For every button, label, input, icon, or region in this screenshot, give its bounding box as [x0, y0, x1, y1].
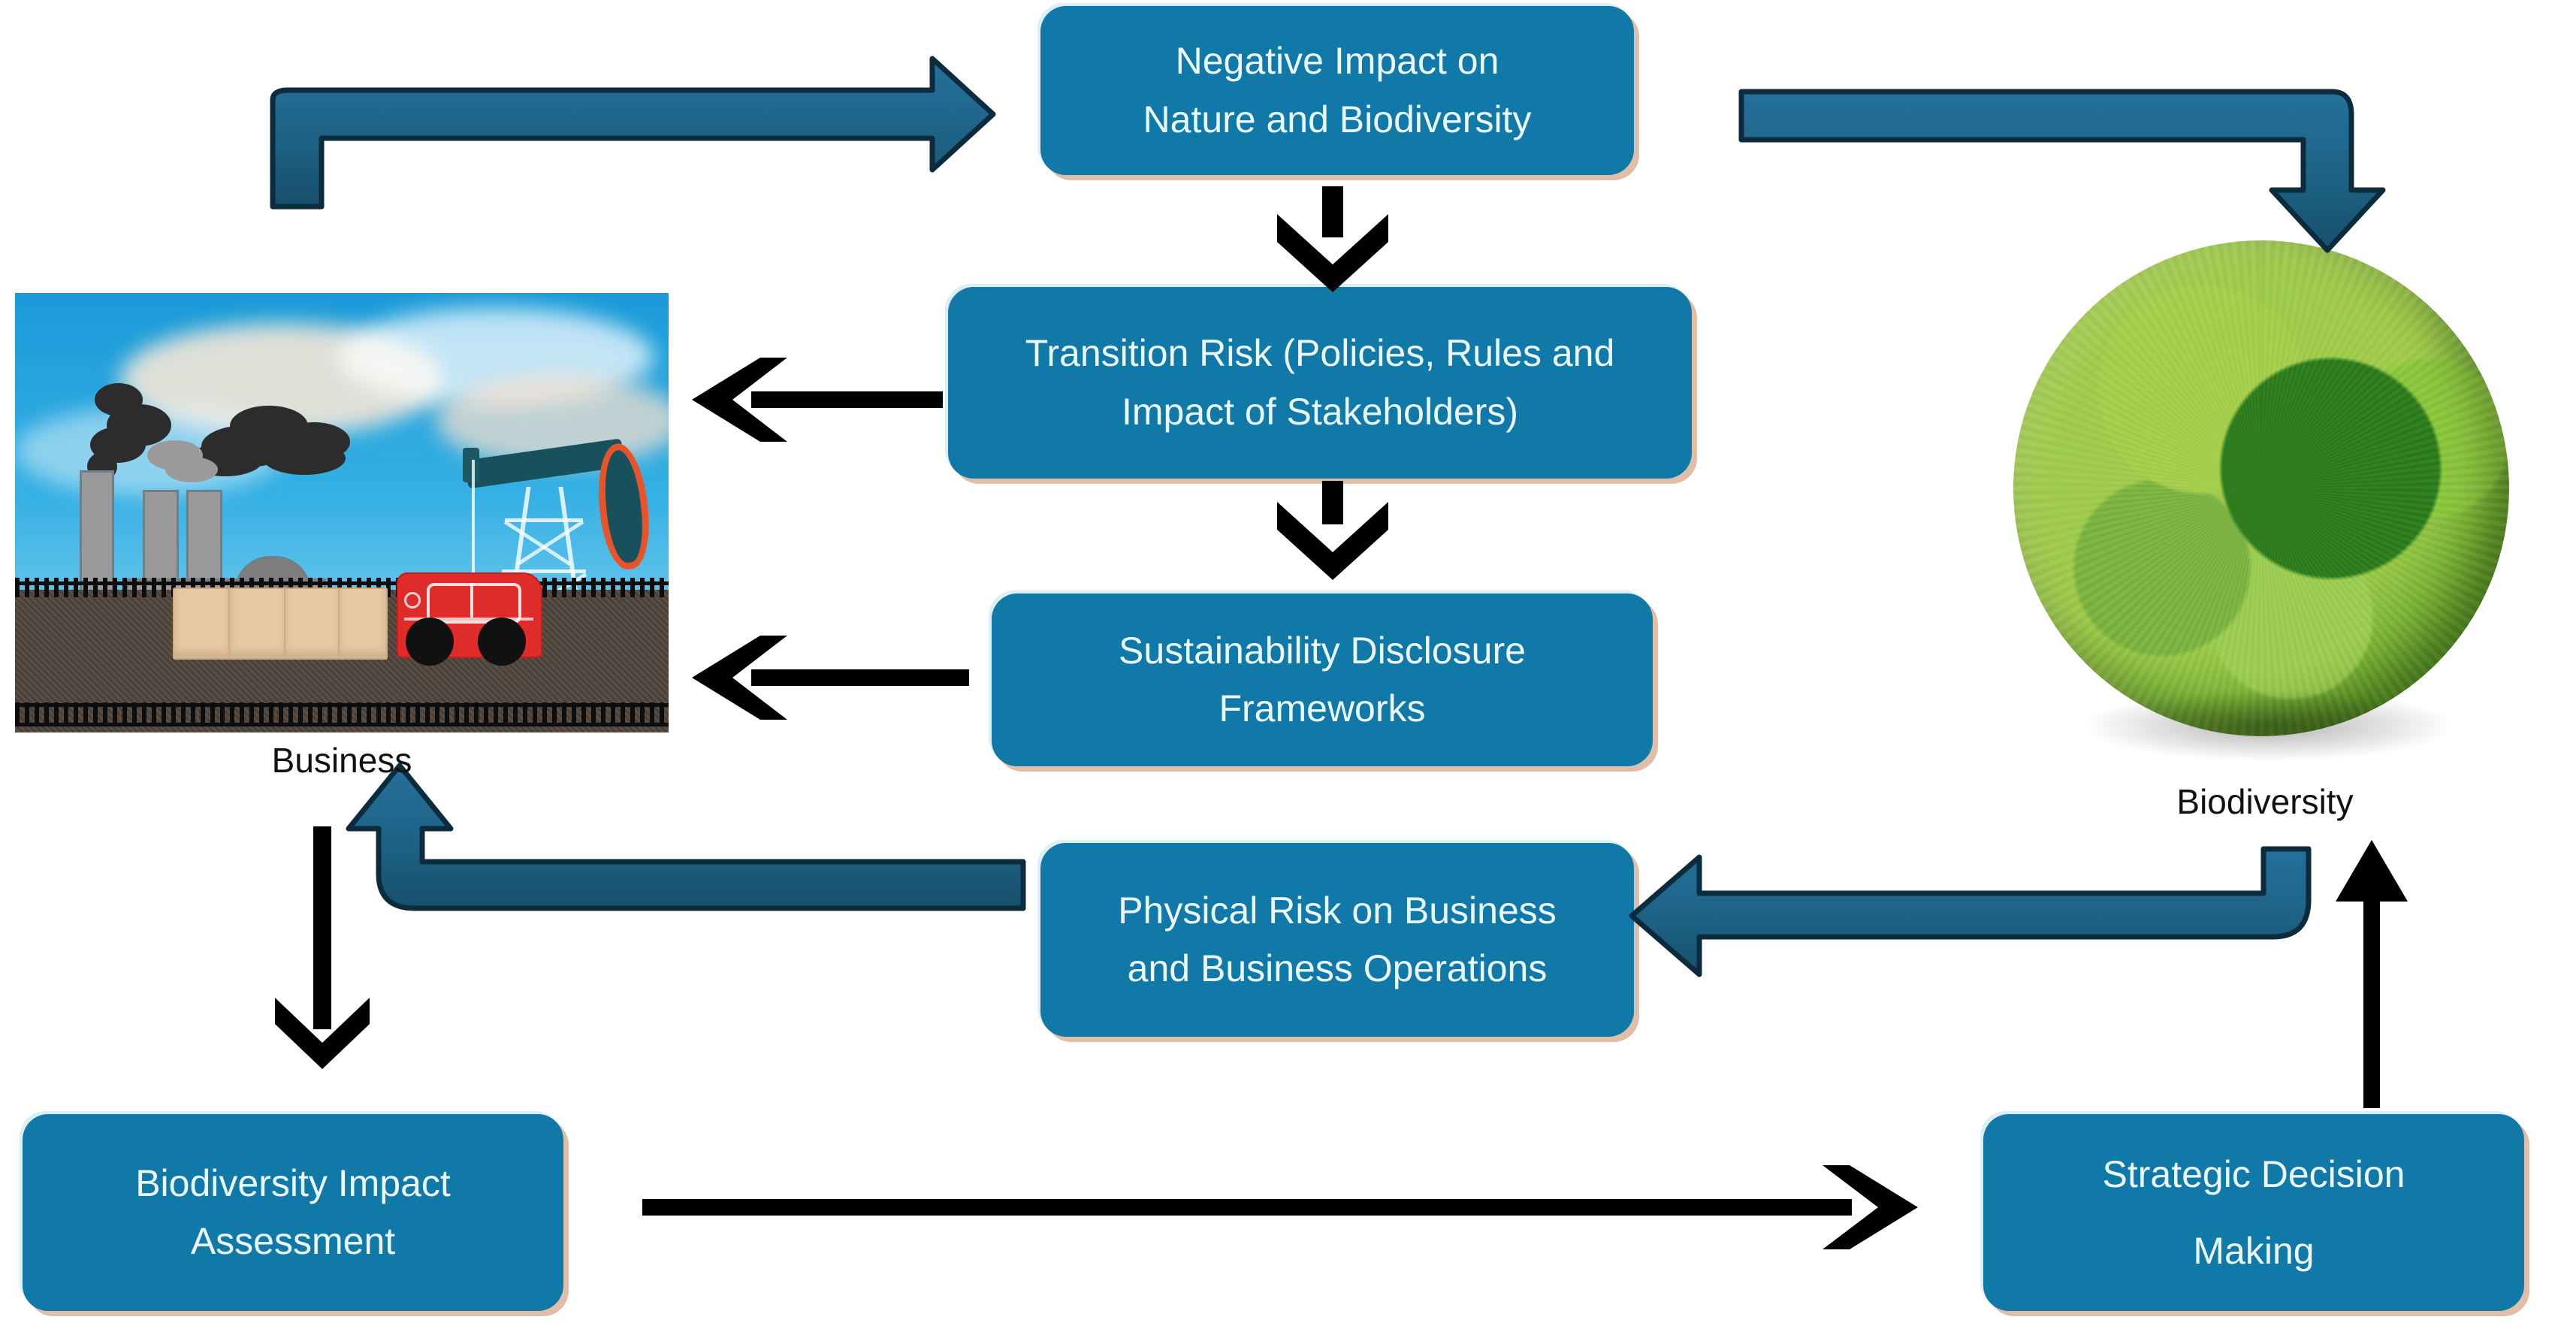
business-photo	[15, 293, 669, 732]
connector-biodiversity-to-physical-risk	[1629, 846, 2312, 977]
connector-business-to-impact-assessment	[275, 826, 370, 1069]
node-sustainability-line1: Sustainability Disclosure	[1119, 629, 1526, 672]
node-negative-impact[interactable]: Negative Impact on Nature and Biodiversi…	[1040, 6, 1634, 175]
connector-sustainability-to-business	[692, 636, 969, 720]
node-transition-risk-line1: Transition Risk (Policies, Rules and	[1025, 332, 1615, 374]
node-impact-assessment-line2: Assessment	[190, 1220, 396, 1262]
node-physical-risk-line1: Physical Risk on Business	[1118, 889, 1557, 932]
node-negative-impact-line1: Negative Impact on	[1175, 40, 1499, 82]
connector-impact-assessment-to-strategic-decision	[642, 1165, 1918, 1249]
connector-strategic-decision-to-biodiversity	[2336, 840, 2408, 1108]
connector-transition-risk-to-sustainability	[1277, 481, 1388, 580]
node-impact-assessment-line1: Biodiversity Impact	[135, 1161, 451, 1204]
node-sustainability-disclosure[interactable]: Sustainability Disclosure Frameworks	[992, 594, 1653, 766]
biodiversity-caption: Biodiversity	[2176, 782, 2354, 821]
node-strategic-decision-making[interactable]: Strategic Decision Making	[1983, 1114, 2524, 1311]
globe-graphic	[2013, 240, 2509, 736]
connector-business-to-negative-impact	[270, 56, 996, 210]
node-sustainability-line2: Frameworks	[1219, 687, 1426, 729]
connector-negative-impact-to-transition-risk	[1277, 186, 1388, 292]
connector-physical-risk-to-business	[346, 763, 1026, 911]
node-strategic-decision-line1: Strategic Decision	[2102, 1152, 2405, 1195]
connector-transition-risk-to-business	[692, 358, 943, 442]
node-biodiversity-impact-assessment[interactable]: Biodiversity Impact Assessment	[23, 1114, 563, 1311]
business-caption: Business	[271, 741, 412, 780]
node-physical-risk-line2: and Business Operations	[1127, 947, 1548, 989]
node-transition-risk[interactable]: Transition Risk (Policies, Rules and Imp…	[948, 287, 1692, 479]
node-transition-risk-line2: Impact of Stakeholders)	[1121, 390, 1519, 433]
biodiversity-photo	[1991, 225, 2539, 774]
node-physical-risk[interactable]: Physical Risk on Business and Business O…	[1040, 843, 1634, 1037]
globe-shadow	[2081, 690, 2457, 762]
node-strategic-decision-line2: Making	[2193, 1230, 2315, 1272]
node-negative-impact-line2: Nature and Biodiversity	[1143, 98, 1532, 140]
